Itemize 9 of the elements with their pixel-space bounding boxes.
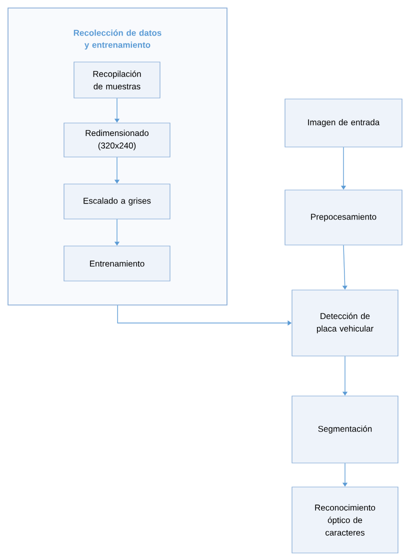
process-box: Entrenamiento	[64, 246, 170, 282]
process-box: Escalado a grises	[64, 184, 170, 220]
process-box: Reconocimiento óptico de caracteres	[292, 486, 398, 554]
process-box: Redimensionado (320x240)	[64, 122, 170, 158]
process-box: Segmentación	[292, 396, 398, 464]
process-box: Imagen de entrada	[284, 98, 402, 148]
process-box: Detección de placa vehicular	[292, 290, 398, 356]
process-box: Prepocesamiento	[284, 190, 402, 246]
process-box: Recopilación de muestras	[74, 62, 160, 98]
